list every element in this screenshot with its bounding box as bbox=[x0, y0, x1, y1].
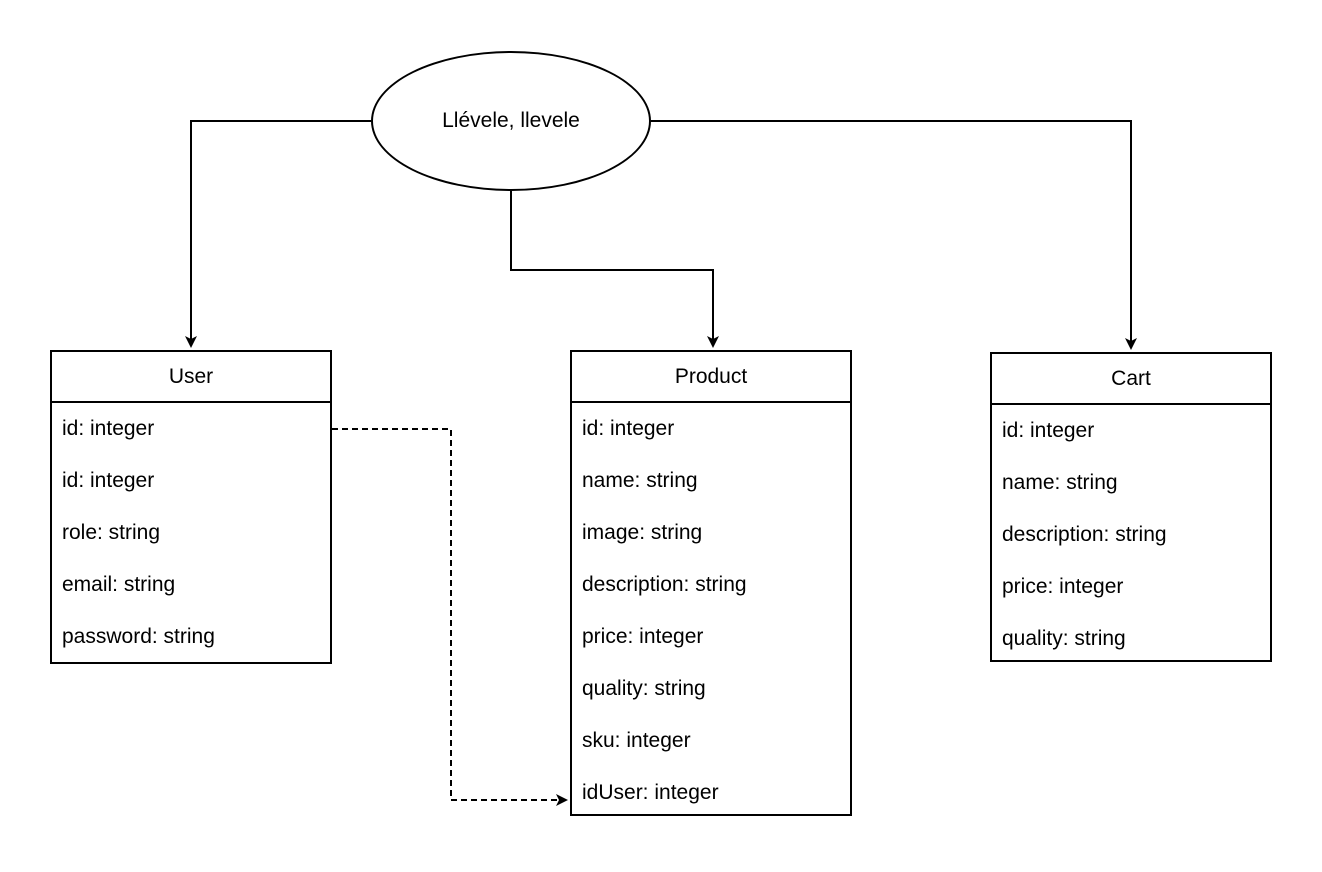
connector-root-to-cart bbox=[651, 120, 1137, 350]
user-field: email: string bbox=[62, 573, 176, 596]
user-entity-title: User bbox=[52, 352, 330, 403]
product-field: description: string bbox=[582, 573, 747, 596]
product-field: price: integer bbox=[582, 625, 704, 648]
connector-root-to-product bbox=[510, 191, 719, 348]
connector-user-id-to-product-iduser bbox=[332, 428, 568, 806]
cart-entity-fields: id: integer name: string description: st… bbox=[992, 405, 1270, 672]
user-entity[interactable]: User id: integer id: integer role: strin… bbox=[50, 350, 332, 664]
user-entity-fields: id: integer id: integer role: string ema… bbox=[52, 403, 330, 670]
cart-field: price: integer bbox=[1002, 575, 1124, 598]
cart-field: name: string bbox=[1002, 471, 1118, 494]
cart-field: quality: string bbox=[1002, 627, 1126, 650]
product-field: quality: string bbox=[582, 677, 706, 700]
user-field: password: string bbox=[62, 625, 215, 648]
connector-root-to-user bbox=[185, 120, 371, 348]
product-entity-fields: id: integer name: string image: string d… bbox=[572, 403, 850, 826]
user-field: role: string bbox=[62, 521, 161, 544]
product-field: name: string bbox=[582, 469, 698, 492]
cart-field: id: integer bbox=[1002, 419, 1095, 442]
product-entity[interactable]: Product id: integer name: string image: … bbox=[570, 350, 852, 816]
cart-field: description: string bbox=[1002, 523, 1167, 546]
root-label: Llévele, llevele bbox=[442, 109, 580, 132]
user-field: id: integer bbox=[62, 417, 155, 440]
product-field: sku: integer bbox=[582, 729, 691, 752]
product-field: id: integer bbox=[582, 417, 675, 440]
product-entity-title: Product bbox=[572, 352, 850, 403]
product-field: image: string bbox=[582, 521, 703, 544]
product-field: idUser: integer bbox=[582, 781, 719, 804]
user-field: id: integer bbox=[62, 469, 155, 492]
cart-entity[interactable]: Cart id: integer name: string descriptio… bbox=[990, 352, 1272, 662]
root-ellipse-node[interactable]: Llévele, llevele bbox=[371, 51, 651, 191]
cart-entity-title: Cart bbox=[992, 354, 1270, 405]
